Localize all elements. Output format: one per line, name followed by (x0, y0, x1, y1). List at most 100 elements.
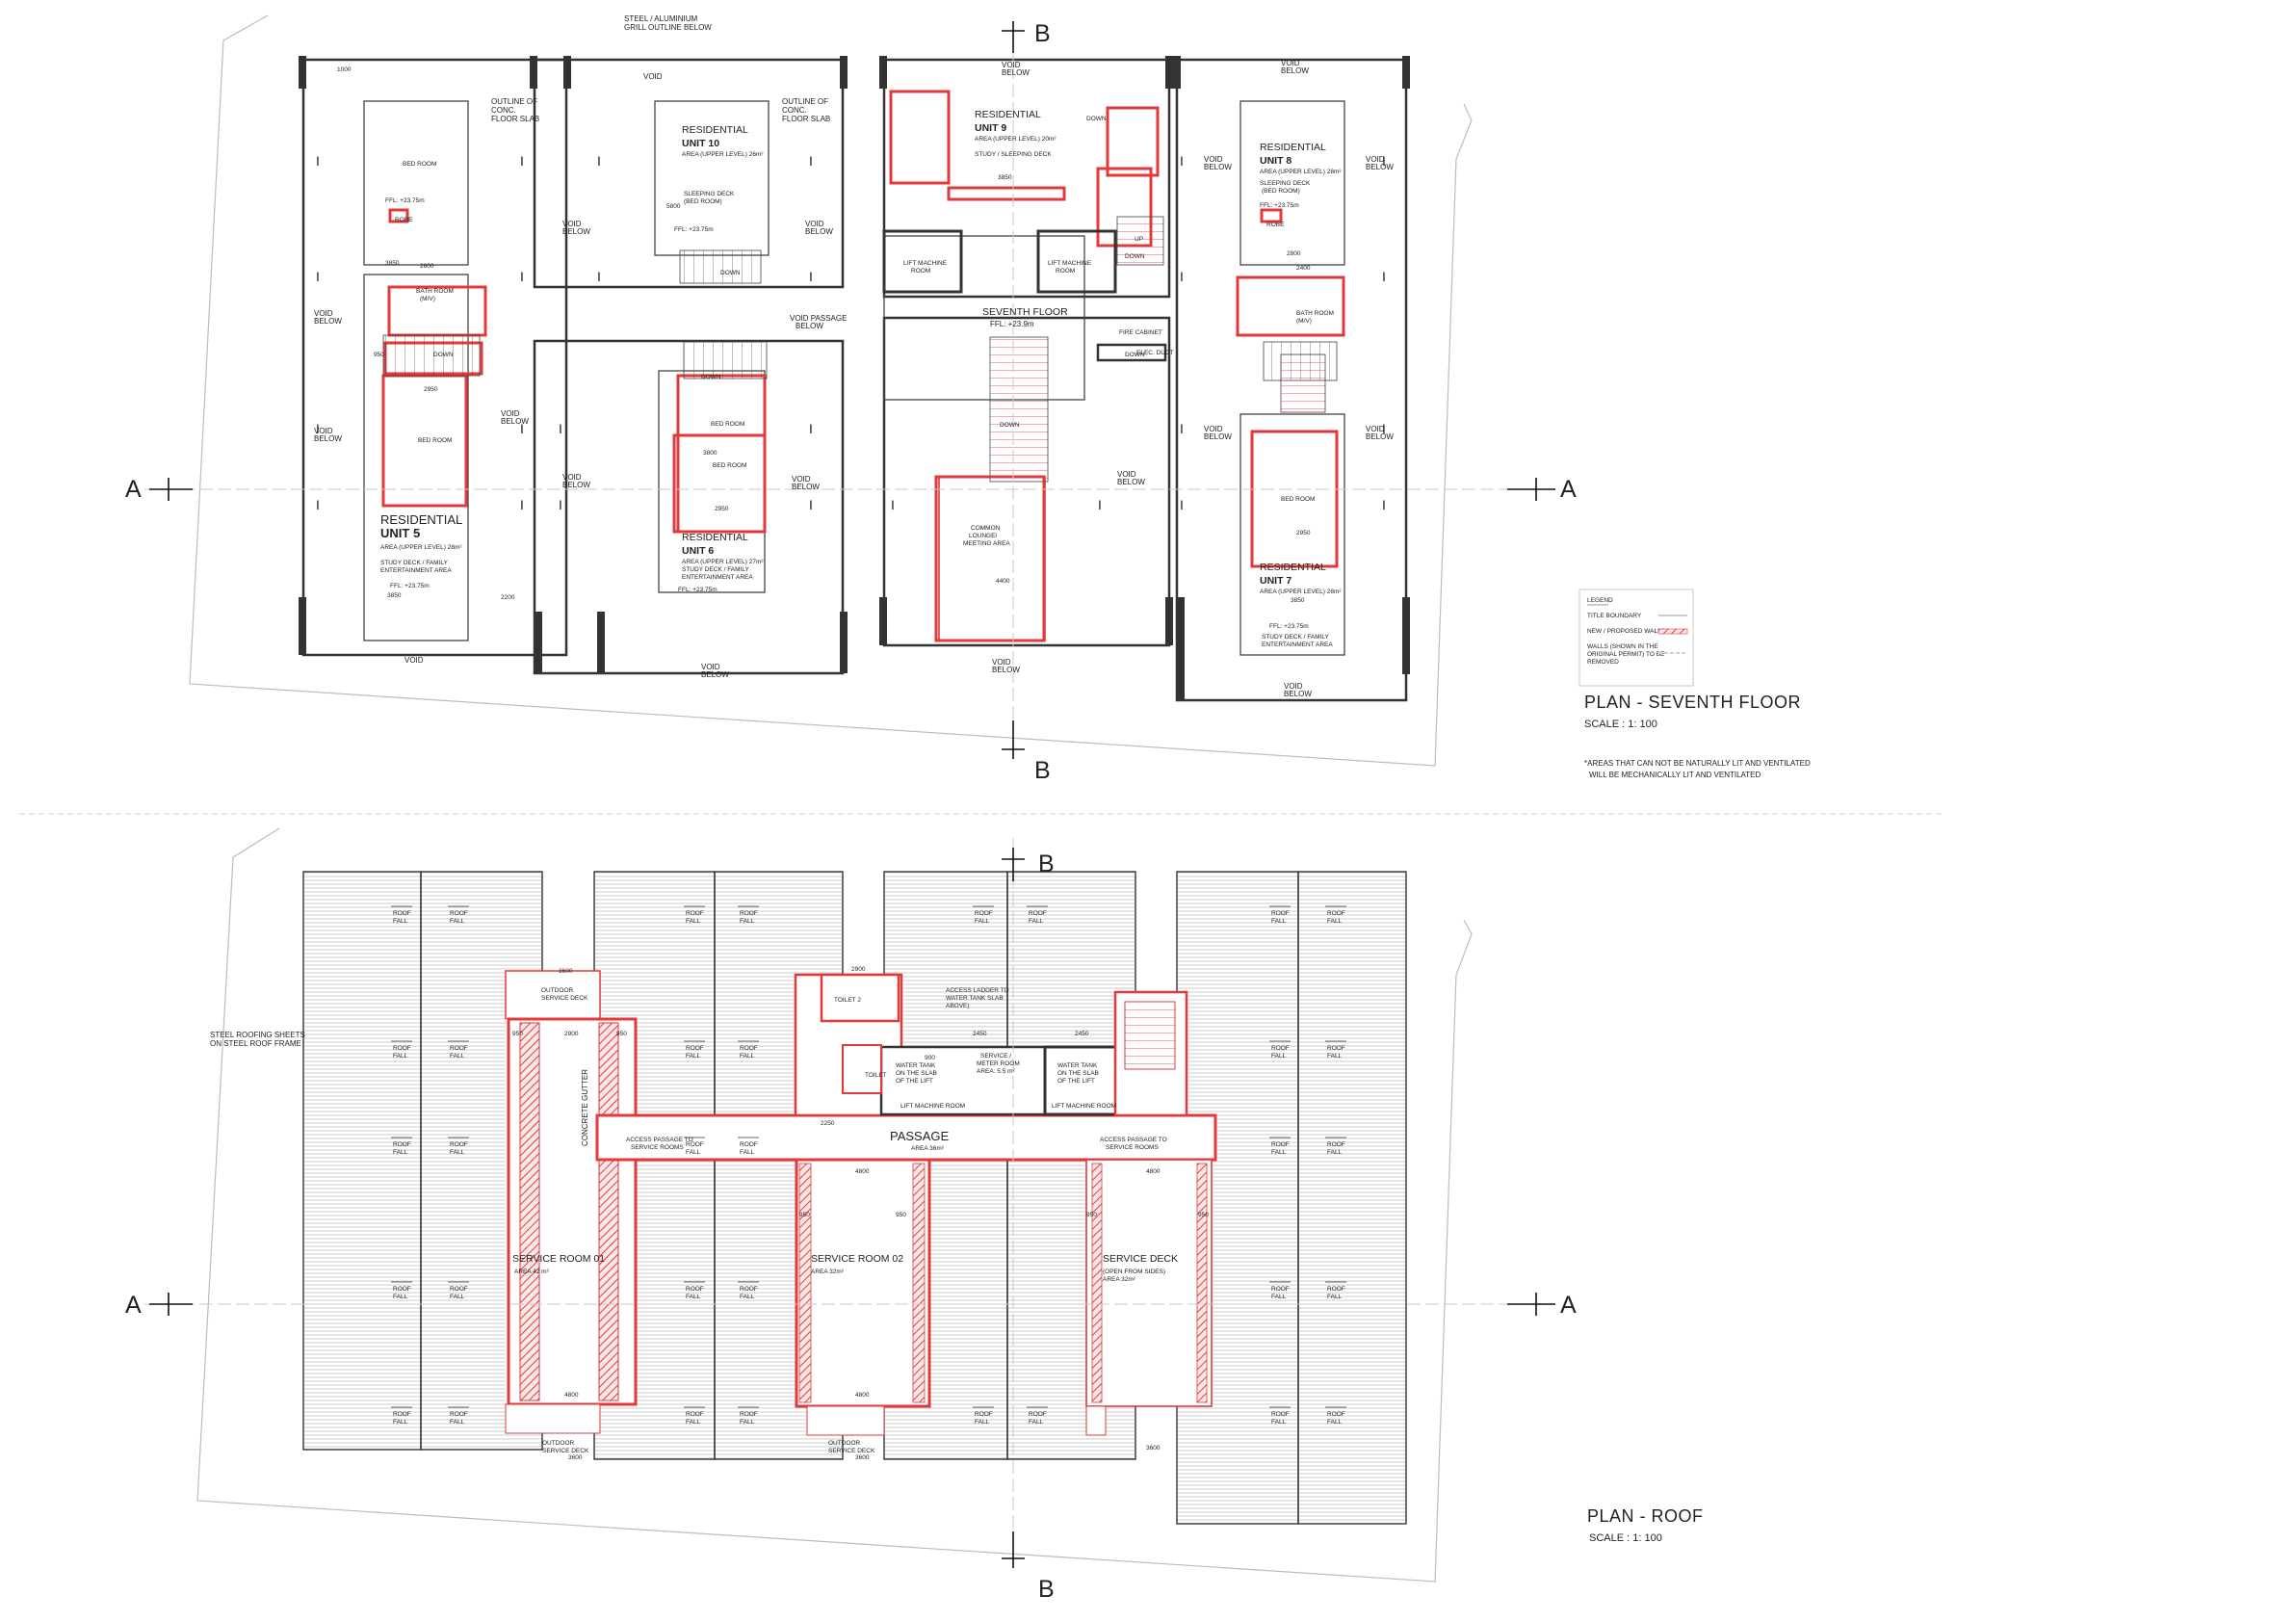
svg-text:UNIT 9: UNIT 9 (975, 122, 1006, 134)
svg-text:FLOOR SLAB: FLOOR SLAB (782, 115, 830, 123)
roof-fall-label: FALL (450, 918, 465, 925)
svg-text:FLOOR SLAB: FLOOR SLAB (491, 115, 539, 123)
svg-text:LIFT MACHINE: LIFT MACHINE (1048, 260, 1092, 267)
svg-text:I: I (597, 269, 601, 284)
roof-fall-label: ROOF (1029, 1411, 1047, 1418)
svg-text:VOID: VOID (501, 409, 520, 418)
roof-fall-label: FALL (686, 1294, 701, 1300)
svg-text:RESIDENTIAL: RESIDENTIAL (1260, 142, 1326, 153)
svg-text:CONC.: CONC. (782, 106, 807, 115)
svg-text:WATER TANK SLAB: WATER TANK SLAB (946, 995, 1004, 1002)
svg-text:BELOW: BELOW (314, 434, 342, 443)
section-b-top-upper: B (1034, 20, 1051, 47)
svg-text:2950: 2950 (424, 386, 438, 393)
svg-text:VOID: VOID (314, 309, 333, 318)
roof-fall-label: ROOF (450, 1411, 468, 1418)
svg-text:VOID: VOID (992, 658, 1011, 667)
section-markers-lower (149, 848, 1555, 1568)
section-b-bottom-lower: B (1038, 1576, 1055, 1603)
svg-text:I: I (520, 497, 524, 512)
roof-fall-label: ROOF (1327, 1141, 1345, 1148)
svg-text:I: I (316, 497, 320, 512)
svg-text:ENTERTAINMENT AREA: ENTERTAINMENT AREA (682, 574, 753, 581)
svg-text:AREA 32m²: AREA 32m² (1103, 1276, 1136, 1283)
svg-text:BED ROOM: BED ROOM (418, 437, 452, 444)
seventh-floor-scale: SCALE : 1: 100 (1584, 719, 1657, 730)
section-a-right-lower: A (1560, 1292, 1577, 1319)
service-deck: SERVICE DECK (1103, 1253, 1178, 1265)
svg-text:AREA (UPPER LEVEL) 20m²: AREA (UPPER LEVEL) 20m² (975, 136, 1057, 143)
building-outline (301, 58, 1408, 702)
svg-text:I: I (316, 153, 320, 169)
svg-text:I: I (1382, 269, 1386, 284)
svg-text:ENTERTAINMENT AREA: ENTERTAINMENT AREA (1262, 641, 1333, 648)
svg-text:TOILET: TOILET (865, 1072, 887, 1079)
svg-text:BATH ROOM: BATH ROOM (416, 288, 454, 295)
svg-text:VOID: VOID (701, 663, 720, 671)
roof-fall-label: FALL (1327, 1294, 1343, 1300)
svg-text:I: I (1180, 153, 1184, 169)
roof-fall-label: FALL (686, 1053, 701, 1060)
roof-fall-label: ROOF (740, 910, 758, 917)
svg-text:LIFT MACHINE: LIFT MACHINE (903, 260, 948, 267)
svg-text:2450: 2450 (973, 1031, 987, 1037)
roof-fall-label: ROOF (450, 1045, 468, 1052)
roof-labels: STEEL ROOFING SHEETS ON STEEL ROOF FRAME… (210, 966, 1209, 1461)
svg-text:AREA (UPPER LEVEL) 26m²: AREA (UPPER LEVEL) 26m² (682, 151, 764, 158)
svg-text:FFL: +23.75m: FFL: +23.75m (674, 226, 714, 233)
svg-text:VOID PASSAGE: VOID PASSAGE (790, 314, 847, 323)
roof-fall-label: ROOF (393, 1141, 411, 1148)
roof-fall-label: FALL (1029, 918, 1044, 925)
svg-text:3600: 3600 (1146, 1445, 1161, 1452)
roof-fall-label: ROOF (393, 1411, 411, 1418)
svg-text:ON THE SLAB: ON THE SLAB (896, 1070, 937, 1077)
svg-text:FFL: +23.75m: FFL: +23.75m (1260, 202, 1299, 209)
roof-fall-label: ROOF (686, 910, 704, 917)
svg-text:OUTLINE OF: OUTLINE OF (491, 97, 537, 106)
roof-fall-label: ROOF (1271, 1286, 1290, 1293)
roof-fall-label: FALL (450, 1149, 465, 1156)
roof-fall-label: FALL (686, 918, 701, 925)
svg-text:(BED ROOM): (BED ROOM) (1262, 188, 1300, 195)
svg-text:I: I (520, 269, 524, 284)
svg-text:2250: 2250 (821, 1120, 835, 1127)
svg-text:LIFT MACHINE ROOM: LIFT MACHINE ROOM (900, 1103, 965, 1110)
svg-text:CONC.: CONC. (491, 106, 516, 115)
svg-text:LIFT MACHINE ROOM: LIFT MACHINE ROOM (1052, 1103, 1116, 1110)
svg-text:SLEEPING DECK: SLEEPING DECK (684, 191, 735, 197)
roof-fall-label: ROOF (1327, 1286, 1345, 1293)
roof-fall-label: ROOF (1271, 1411, 1290, 1418)
roof-fall-label: ROOF (740, 1045, 758, 1052)
svg-text:I: I (809, 497, 813, 512)
svg-text:NEW / PROPOSED WALLS: NEW / PROPOSED WALLS (1587, 628, 1666, 635)
svg-text:(OPEN FROM SIDES): (OPEN FROM SIDES) (1103, 1269, 1165, 1275)
roof-fall-label: ROOF (450, 1141, 468, 1148)
svg-text:LOUNGE/: LOUNGE/ (969, 533, 997, 539)
svg-text:3850: 3850 (387, 592, 402, 599)
title-boundary-lower (196, 827, 1473, 1583)
svg-text:2800: 2800 (1287, 250, 1301, 257)
svg-text:VOID: VOID (404, 656, 424, 665)
roof-fall-label: FALL (450, 1053, 465, 1060)
svg-text:UNIT 6: UNIT 6 (682, 545, 714, 557)
svg-text:I: I (559, 421, 562, 436)
svg-text:WALLS (SHOWN IN THE: WALLS (SHOWN IN THE (1587, 643, 1658, 650)
svg-text:DOWN: DOWN (1086, 116, 1107, 122)
roof-fall-label: FALL (686, 1149, 701, 1156)
common-lounge (938, 476, 1046, 641)
roof-fall-label: FALL (1327, 1419, 1343, 1426)
svg-text:4800: 4800 (855, 1392, 870, 1399)
svg-text:AREA (UPPER LEVEL) 27m²: AREA (UPPER LEVEL) 27m² (682, 559, 764, 565)
svg-text:ON STEEL ROOF FRAME: ON STEEL ROOF FRAME (210, 1039, 301, 1048)
roof-fall-label: FALL (740, 1053, 755, 1060)
roof-fall-label: FALL (686, 1419, 701, 1426)
svg-text:ACCESS LADDER TO: ACCESS LADDER TO (946, 987, 1009, 994)
svg-text:3850: 3850 (998, 174, 1012, 181)
svg-text:AREA 36m²: AREA 36m² (911, 1145, 945, 1152)
roof-fall-label: FALL (1327, 1053, 1343, 1060)
svg-text:SERVICE /: SERVICE / (980, 1053, 1011, 1060)
section-b-bottom-upper: B (1034, 757, 1051, 784)
svg-text:BELOW: BELOW (1281, 66, 1309, 75)
svg-text:SERVICE DECK: SERVICE DECK (828, 1448, 875, 1454)
